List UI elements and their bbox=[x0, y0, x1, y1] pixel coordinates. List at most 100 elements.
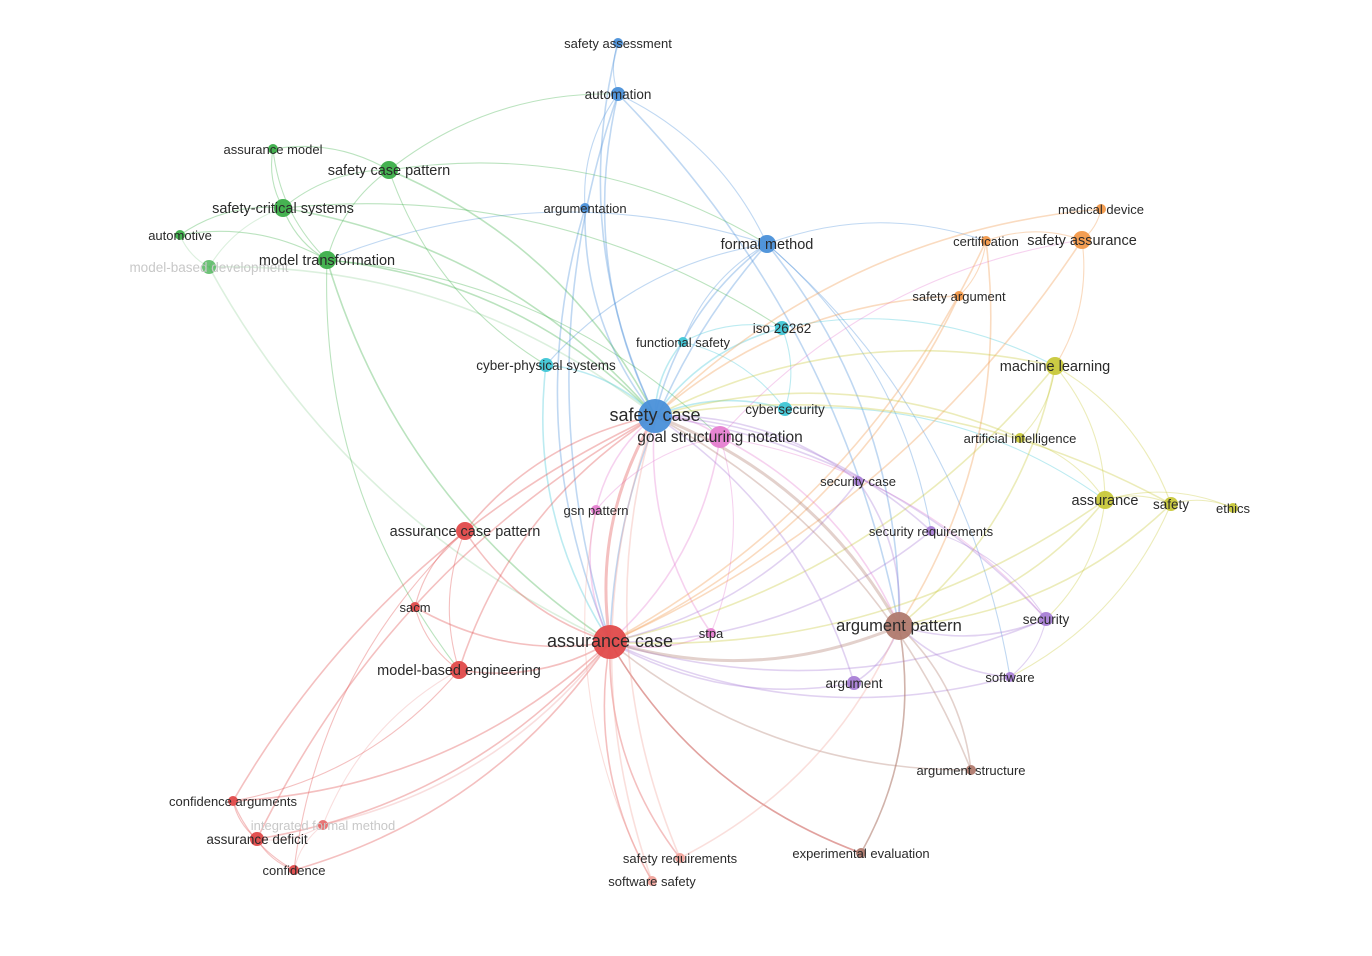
node-stpa[interactable] bbox=[706, 628, 716, 638]
node-argument-pattern[interactable] bbox=[885, 612, 913, 640]
node-label-safety-case-pattern[interactable]: safety case pattern bbox=[328, 163, 451, 179]
node-label-safety-argument[interactable]: safety argument bbox=[912, 289, 1006, 304]
node-label-argument-structure[interactable]: argument structure bbox=[916, 763, 1025, 778]
node-label-argument-pattern[interactable]: argument pattern bbox=[836, 617, 962, 635]
node-label-machine-learning[interactable]: machine learning bbox=[1000, 359, 1110, 375]
node-medical-device[interactable] bbox=[1096, 204, 1106, 214]
node-safety-case[interactable] bbox=[638, 399, 672, 433]
node-label-argument[interactable]: argument bbox=[825, 676, 882, 691]
node-security[interactable] bbox=[1039, 612, 1053, 626]
node-iso-26262[interactable] bbox=[775, 321, 789, 335]
node-label-stpa[interactable]: stpa bbox=[699, 626, 724, 641]
edge-assurance-case--confidence-arguments bbox=[232, 641, 611, 802]
node-certification[interactable] bbox=[981, 236, 991, 246]
node-label-confidence-arguments[interactable]: confidence arguments bbox=[169, 794, 297, 809]
node-argument[interactable] bbox=[847, 676, 861, 690]
node-label-automation[interactable]: automation bbox=[585, 87, 652, 102]
node-assurance[interactable] bbox=[1096, 491, 1114, 509]
node-model-based-engineering[interactable] bbox=[450, 661, 468, 679]
node-label-medical-device[interactable]: medical device bbox=[1058, 202, 1144, 217]
node-label-ethics[interactable]: ethics bbox=[1216, 501, 1250, 516]
node-goal-structuring-notation[interactable] bbox=[709, 426, 731, 448]
node-safety-argument[interactable] bbox=[954, 291, 964, 301]
node-safety-case-pattern[interactable] bbox=[380, 161, 398, 179]
node-label-cyber-physical-systems[interactable]: cyber-physical systems bbox=[476, 358, 616, 373]
node-automation[interactable] bbox=[611, 87, 625, 101]
node-gsn-pattern[interactable] bbox=[591, 505, 601, 515]
node-integrated-formal-method[interactable] bbox=[318, 820, 328, 830]
edge-safety-case-pattern--cyber-physical-systems bbox=[388, 169, 547, 366]
node-label-software[interactable]: software bbox=[985, 670, 1034, 685]
node-label-artificial-intelligence[interactable]: artificial intelligence bbox=[964, 431, 1077, 446]
node-safety-critical-systems[interactable] bbox=[274, 199, 292, 217]
node-label-experimental-evaluation[interactable]: experimental evaluation bbox=[792, 846, 929, 861]
node-security-requirements[interactable] bbox=[926, 526, 936, 536]
node-assurance-case[interactable] bbox=[593, 625, 627, 659]
node-argument-structure[interactable] bbox=[966, 765, 976, 775]
node-label-security[interactable]: security bbox=[1023, 612, 1070, 627]
node-confidence[interactable] bbox=[289, 865, 299, 875]
node-label-sacm[interactable]: sacm bbox=[399, 600, 430, 615]
node-label-certification[interactable]: certification bbox=[953, 234, 1019, 249]
node-safety-assurance[interactable] bbox=[1073, 231, 1091, 249]
node-machine-learning[interactable] bbox=[1046, 357, 1064, 375]
node-ethics[interactable] bbox=[1228, 503, 1238, 513]
node-label-integrated-formal-method[interactable]: integrated formal method bbox=[251, 818, 396, 833]
node-label-cybersecurity[interactable]: cybersecurity bbox=[745, 402, 825, 417]
node-cyber-physical-systems[interactable] bbox=[539, 358, 553, 372]
node-label-assurance-deficit[interactable]: assurance deficit bbox=[206, 832, 308, 847]
node-label-assurance[interactable]: assurance bbox=[1072, 493, 1139, 509]
edge-assurance-model--safety-critical-systems bbox=[270, 148, 284, 209]
node-label-assurance-case[interactable]: assurance case bbox=[547, 631, 673, 651]
node-software[interactable] bbox=[1005, 672, 1015, 682]
edge-goal-structuring-notation--argument-pattern bbox=[719, 436, 900, 627]
node-model-transformation[interactable] bbox=[318, 251, 336, 269]
node-label-confidence[interactable]: confidence bbox=[263, 863, 326, 878]
node-label-software-safety[interactable]: software safety bbox=[608, 874, 696, 889]
node-label-model-transformation[interactable]: model transformation bbox=[259, 253, 395, 269]
node-cybersecurity[interactable] bbox=[778, 402, 792, 416]
node-label-gsn-pattern[interactable]: gsn pattern bbox=[563, 503, 628, 518]
node-label-safety-assurance[interactable]: safety assurance bbox=[1027, 233, 1137, 249]
node-confidence-arguments[interactable] bbox=[228, 796, 238, 806]
node-security-case[interactable] bbox=[853, 476, 863, 486]
node-label-functional-safety[interactable]: functional safety bbox=[636, 335, 730, 350]
node-assurance-deficit[interactable] bbox=[250, 832, 264, 846]
node-label-model-based-development[interactable]: model-based development bbox=[129, 260, 288, 275]
node-safety-assessment[interactable] bbox=[613, 38, 623, 48]
node-label-safety-critical-systems[interactable]: safety-critical systems bbox=[212, 201, 354, 217]
node-label-iso-26262[interactable]: iso 26262 bbox=[753, 321, 812, 336]
node-model-based-development[interactable] bbox=[202, 260, 216, 274]
node-artificial-intelligence[interactable] bbox=[1015, 433, 1025, 443]
node-sacm[interactable] bbox=[410, 602, 420, 612]
node-label-safety-requirements[interactable]: safety requirements bbox=[623, 851, 738, 866]
node-assurance-model[interactable] bbox=[268, 144, 278, 154]
node-software-safety[interactable] bbox=[647, 876, 657, 886]
node-label-assurance-case-pattern[interactable]: assurance case pattern bbox=[390, 524, 541, 540]
node-formal-method[interactable] bbox=[758, 235, 776, 253]
node-label-security-case[interactable]: security case bbox=[820, 474, 896, 489]
node-argumentation[interactable] bbox=[580, 203, 590, 213]
node-label-goal-structuring-notation[interactable]: goal structuring notation bbox=[637, 429, 802, 446]
node-assurance-case-pattern[interactable] bbox=[456, 522, 474, 540]
node-automotive[interactable] bbox=[175, 230, 185, 240]
node-label-argumentation[interactable]: argumentation bbox=[543, 201, 626, 216]
edge-safety-assessment--safety-case bbox=[599, 42, 656, 417]
node-functional-safety[interactable] bbox=[678, 337, 688, 347]
node-safety-requirements[interactable] bbox=[675, 853, 685, 863]
node-label-assurance-model[interactable]: assurance model bbox=[224, 142, 323, 157]
edge-assurance-case-pattern--model-based-engineering bbox=[448, 530, 466, 671]
node-safety[interactable] bbox=[1164, 497, 1178, 511]
node-label-safety-case[interactable]: safety case bbox=[609, 405, 700, 425]
edge-security-case--argument-pattern bbox=[857, 480, 901, 627]
node-label-formal-method[interactable]: formal method bbox=[721, 237, 814, 253]
node-label-security-requirements[interactable]: security requirements bbox=[869, 524, 994, 539]
node-label-safety[interactable]: safety bbox=[1153, 497, 1189, 512]
edge-safety-argument--assurance-case bbox=[609, 295, 960, 643]
node-label-automotive[interactable]: automotive bbox=[148, 228, 212, 243]
node-label-model-based-engineering[interactable]: model-based engineering bbox=[377, 663, 541, 679]
node-label-safety-assessment[interactable]: safety assessment bbox=[564, 36, 672, 51]
edge-machine-learning--artificial-intelligence bbox=[1019, 365, 1056, 439]
node-experimental-evaluation[interactable] bbox=[856, 848, 866, 858]
edge-model-transformation--safety-case bbox=[326, 259, 656, 417]
